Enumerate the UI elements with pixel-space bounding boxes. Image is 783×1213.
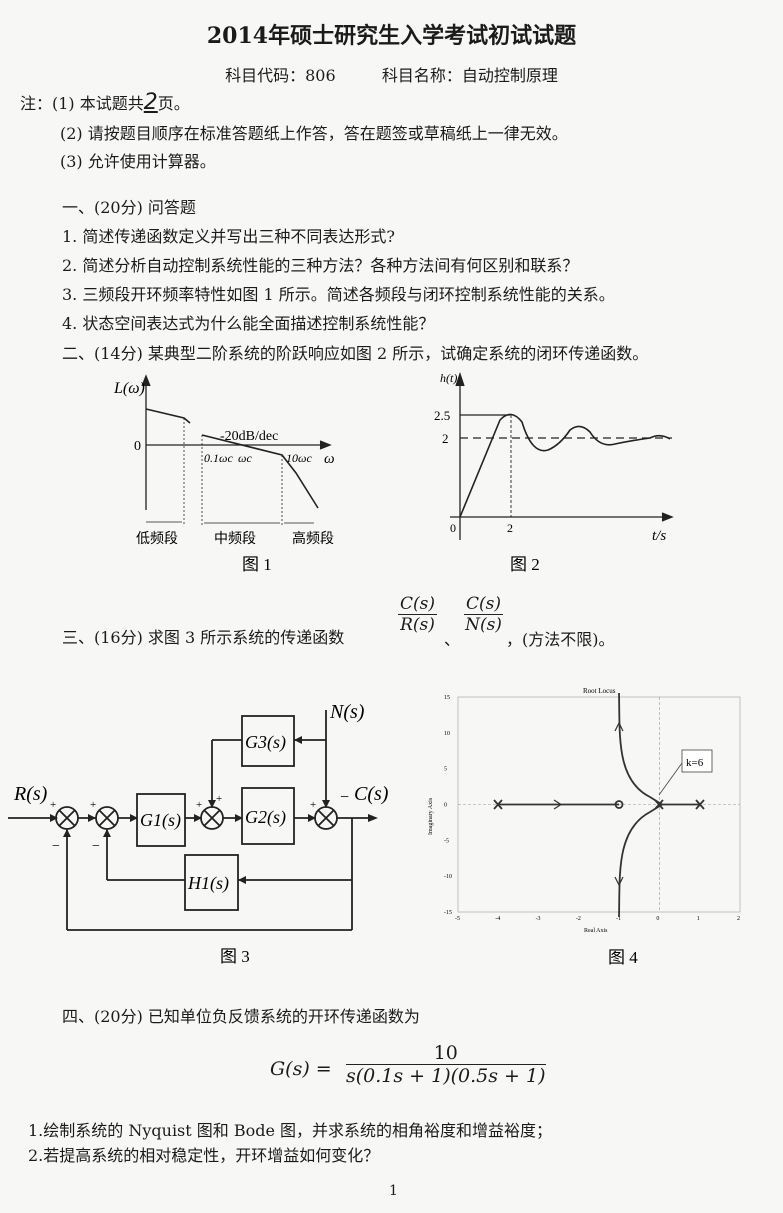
output-minus-sign: − xyxy=(340,789,349,806)
sign-minus: − xyxy=(52,839,60,854)
question-1-3: 3. 三频段开环频率特性如图 1 所示。简述各频段与闭环控制系统性能的关系。 xyxy=(62,285,615,304)
rl-ytick: 10 xyxy=(444,731,450,737)
fig1-w10: 10ωc xyxy=(286,451,312,465)
block-g2: G2(s) xyxy=(245,807,286,828)
note-2: (2) 请按题目顺序在标准答题纸上作答，答在题签或草稿纸上一律无效。 xyxy=(60,124,568,143)
fig1-ylabel: L(ω) xyxy=(113,380,145,397)
rl-xtick: 0 xyxy=(656,916,659,922)
question-1-4: 4. 状态空间表达式为什么能全面描述控制系统性能？ xyxy=(62,314,435,333)
disturbance-n-label: N(s) xyxy=(329,701,365,723)
rl-ytick: 5 xyxy=(444,767,447,773)
formula-numerator: 10 xyxy=(346,1042,546,1065)
sign-plus: + xyxy=(90,799,96,811)
fig2-ylabel: h(t) xyxy=(440,371,457,385)
formula-fraction: 10 s(0.1s + 1)(0.5s + 1) xyxy=(346,1042,546,1087)
figure-1-bode-asymptote: L(ω) 0 -20dB/dec 0.1ωc ωc 10ωc ω 低频段 中频段… xyxy=(113,374,335,574)
fig1-high-band: 高频段 xyxy=(292,530,334,547)
section-4-heading: 四、(20分) 已知单位负反馈系统的开环传递函数为 xyxy=(62,1007,420,1026)
handwritten-page-count: 2 xyxy=(143,90,158,115)
question-1-1: 1. 简述传递函数定义并写出三种不同表达形式? xyxy=(62,227,395,246)
rl-title: Root Locus xyxy=(583,687,616,695)
question-1-2: 2. 简述分析自动控制系统性能的三种方法？各种方法间有何区别和联系？ xyxy=(62,256,579,275)
fig2-caption: 图 2 xyxy=(510,555,540,574)
fig3-caption: 图 3 xyxy=(220,947,250,966)
fig1-slope: -20dB/dec xyxy=(220,429,278,444)
page-number: 1 xyxy=(389,1183,398,1199)
section-3-heading: 三、(16分) 求图 3 所示系统的传递函数 xyxy=(62,628,345,647)
subject-line: 科目代码：806 科目名称：自动控制原理 xyxy=(0,62,783,86)
formula-denominator: s(0.1s + 1)(0.5s + 1) xyxy=(346,1065,546,1087)
rl-ylabel: Imaginary Axis xyxy=(428,797,434,835)
block-h1: H1(s) xyxy=(187,873,229,894)
rl-annotation-k6: k=6 xyxy=(686,757,704,769)
rl-xtick: -3 xyxy=(536,916,541,922)
section-2-heading: 二、(14分) 某典型二阶系统的阶跃响应如图 2 所示，试确定系统的闭环传递函数… xyxy=(62,344,649,363)
question-4-1: 1.绘制系统的 Nyquist 图和 Bode 图，并求系统的相角裕度和增益裕度… xyxy=(28,1121,553,1140)
note-1: 注：(1) 本试题共2页。 xyxy=(20,90,190,115)
rl-xtick: -4 xyxy=(495,916,500,922)
question-4-2: 2.若提高系统的相对稳定性，开环增益如何变化？ xyxy=(28,1146,380,1165)
fraction-c-over-n: C(s) N(s) xyxy=(464,594,503,635)
formula-lhs: G(s) = xyxy=(270,1058,332,1080)
fig2-tick-2: 2 xyxy=(442,431,449,446)
section-1-heading: 一、(20分) 问答题 xyxy=(62,198,196,217)
fraction-c-over-r: C(s) R(s) xyxy=(398,594,437,635)
separator: 、 xyxy=(444,630,461,649)
block-g1: G1(s) xyxy=(140,810,181,831)
note-3: (3) 允许使用计算器。 xyxy=(60,152,216,171)
fig2-tick-2-5: 2.5 xyxy=(434,408,450,423)
sign-plus: + xyxy=(310,799,316,811)
fig1-wc: ωc xyxy=(238,451,252,465)
rl-xtick: -5 xyxy=(455,916,460,922)
note-1-suffix: 页。 xyxy=(157,94,190,113)
rl-xtick: -2 xyxy=(576,916,581,922)
fig1-mid-band: 中频段 xyxy=(214,531,256,547)
rl-ytick: 15 xyxy=(444,695,450,701)
fig2-tick-x2: 2 xyxy=(507,521,513,535)
subject-code: 科目代码：806 xyxy=(225,66,336,85)
frac1-den: R(s) xyxy=(400,615,435,635)
output-c-label: C(s) xyxy=(354,783,389,805)
rl-ytick: -5 xyxy=(444,838,449,844)
sign-plus: + xyxy=(216,793,222,805)
figure-2-step-response: h(t) 2.5 2 0 2 t/s 图 2 xyxy=(434,371,674,574)
section-3-tail: ，(方法不限)。 xyxy=(506,630,615,649)
fig1-xlabel: ω xyxy=(324,451,335,467)
rl-xtick: 2 xyxy=(737,916,740,922)
block-g3: G3(s) xyxy=(245,732,286,753)
fig1-caption: 图 1 xyxy=(242,555,272,574)
rl-ytick: 0 xyxy=(444,803,447,809)
sign-minus: − xyxy=(92,839,100,854)
rl-ytick: -15 xyxy=(444,910,452,916)
fig2-xlabel: t/s xyxy=(652,528,666,544)
frac2-num: C(s) xyxy=(464,594,503,615)
fig2-origin: 0 xyxy=(450,521,456,535)
sign-plus: + xyxy=(50,799,56,811)
sign-plus: + xyxy=(196,799,202,811)
frac2-den: N(s) xyxy=(465,615,502,635)
rl-xtick: -1 xyxy=(616,916,621,922)
exam-title: 2014年硕士研究生入学考试初试试题 xyxy=(206,23,577,49)
fig4-caption: 图 4 xyxy=(608,948,638,967)
rl-ytick: -10 xyxy=(444,874,452,880)
subject-name: 科目名称：自动控制原理 xyxy=(381,66,558,85)
rl-xtick: 1 xyxy=(697,916,700,922)
fig1-low-band: 低频段 xyxy=(136,531,178,547)
fig1-zero: 0 xyxy=(134,439,141,454)
fig1-w01: 0.1ωc xyxy=(204,451,233,465)
frac1-num: C(s) xyxy=(398,594,437,615)
input-r-label: R(s) xyxy=(13,783,48,805)
figure-3-block-diagram: R(s) N(s) C(s) − G1(s) G2(s) G3(s) H1(s)… xyxy=(8,701,389,966)
note-1-text: 注：(1) 本试题共 xyxy=(20,94,144,113)
rl-xlabel: Real Axis xyxy=(584,928,608,934)
